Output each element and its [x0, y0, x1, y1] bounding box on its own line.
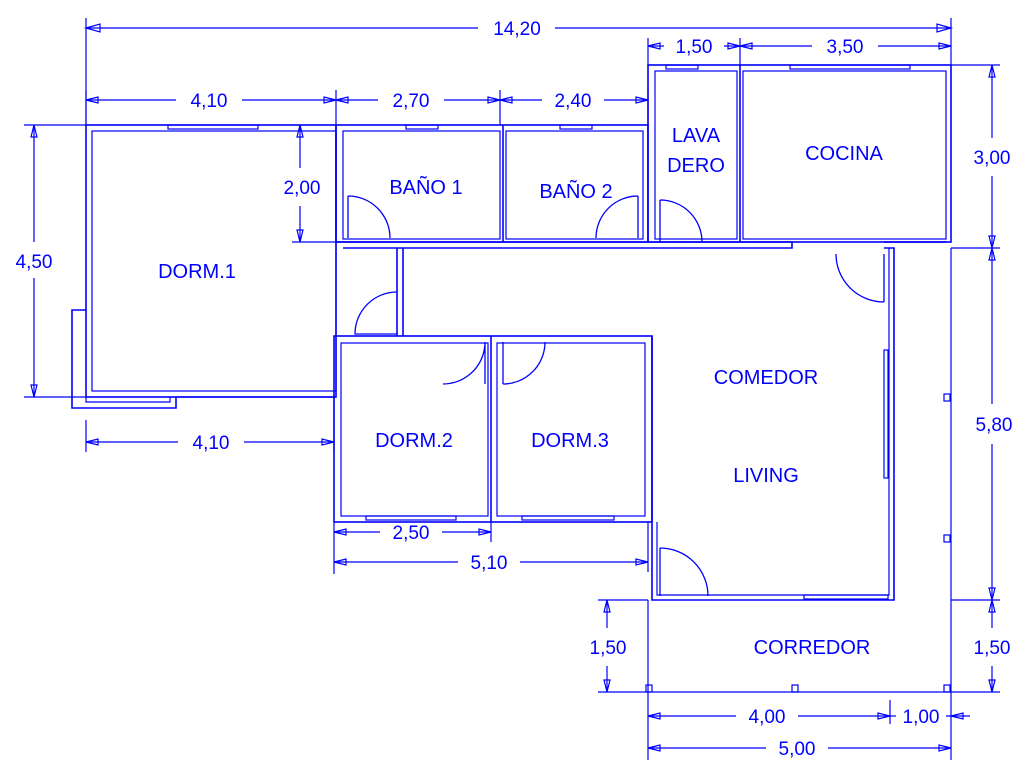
dim-total-width: 14,20: [493, 19, 541, 40]
window-dorm1: [167, 124, 259, 130]
bano2-inner-wall: [505, 130, 644, 240]
windows: [167, 64, 911, 600]
window-bano2: [559, 124, 593, 130]
label-bano2: BAÑO 2: [539, 179, 612, 203]
label-bano1: BAÑO 1: [389, 175, 462, 199]
corredor-post-1: [645, 684, 653, 693]
door-bano1: [347, 195, 391, 239]
label-dorm3: DORM.3: [531, 430, 609, 452]
door-cocina: [835, 253, 885, 303]
label-lavadero-1: LAVA: [672, 125, 721, 147]
label-dorm1: DORM.1: [158, 261, 236, 283]
dim-corredor-height-left: 1,50: [590, 638, 627, 659]
dim-dorm1-height: 4,50: [16, 252, 53, 273]
window-living-bottom: [803, 594, 889, 600]
door-living: [659, 547, 709, 597]
window-dorm3: [521, 515, 615, 521]
dim-corredor-height-right: 1,50: [974, 638, 1011, 659]
door-dorm3: [502, 341, 546, 385]
dim-bano-height: 2,00: [284, 178, 321, 199]
dorm1-inner-wall: [91, 130, 337, 392]
label-cocina: COCINA: [805, 143, 883, 165]
cocina-inner-wall: [742, 70, 947, 240]
corredor-outline: [647, 248, 952, 693]
living-outer-wall: [651, 247, 895, 601]
window-dorm2: [365, 515, 457, 521]
window-bano1: [405, 124, 439, 130]
bano1-inner-wall: [342, 130, 501, 240]
window-cocina: [789, 64, 911, 70]
dim-living-height: 5,80: [976, 415, 1013, 436]
dim-corredor-width: 4,00: [749, 707, 786, 728]
door-bano2: [595, 195, 639, 239]
dorms-outer-wall: [333, 335, 653, 523]
dim-bano1-width: 2,70: [393, 91, 430, 112]
label-dorm2: DORM.2: [375, 430, 453, 452]
dimension-lines: [24, 18, 1000, 760]
corredor-post-3: [943, 684, 951, 693]
lavadero-cocina-outer-wall: [647, 64, 952, 243]
label-lavadero-2: DERO: [667, 155, 725, 177]
dim-lavadero-width: 1,50: [676, 37, 713, 58]
dim-dorms-total-width: 5,10: [471, 553, 508, 574]
doors: [347, 195, 885, 597]
door-dorm1: [354, 291, 398, 335]
lavadero-inner-wall: [654, 70, 738, 240]
window-lavadero: [665, 64, 699, 70]
label-living: LIVING: [733, 465, 799, 487]
dim-dorm1-width-bottom: 4,10: [193, 433, 230, 454]
dim-dorm1-width-top: 4,10: [191, 91, 228, 112]
corredor-post-4: [943, 393, 951, 402]
hall-top-wall: [336, 241, 793, 249]
dim-cocina-width: 3,50: [827, 37, 864, 58]
room-labels: DORM.1 BAÑO 1 BAÑO 2 LAVA DERO COCINA CO…: [158, 125, 883, 659]
label-corredor: CORREDOR: [754, 637, 871, 659]
walls: [71, 64, 952, 693]
dim-corredor-extra: 1,00: [903, 707, 940, 728]
door-lavadero: [659, 199, 703, 243]
dorm1-ledge: [71, 309, 177, 409]
corredor-post-5: [943, 534, 951, 543]
window-living-right: [883, 349, 889, 479]
living-inner-wall: [656, 248, 890, 596]
dorm1-ledge-inner: [85, 397, 171, 403]
corredor-post-2: [791, 684, 799, 693]
dim-cocina-height: 3,00: [974, 148, 1011, 169]
label-comedor: COMEDOR: [714, 367, 818, 389]
dimension-labels: 14,20 1,50 3,50 4,10 2,70 2,40 2,00 4,50…: [16, 19, 1013, 760]
dim-bano2-width: 2,40: [555, 91, 592, 112]
dim-dorm2-width: 2,50: [393, 523, 430, 544]
dim-corredor-total: 5,00: [779, 739, 816, 760]
door-dorm2: [442, 341, 486, 385]
